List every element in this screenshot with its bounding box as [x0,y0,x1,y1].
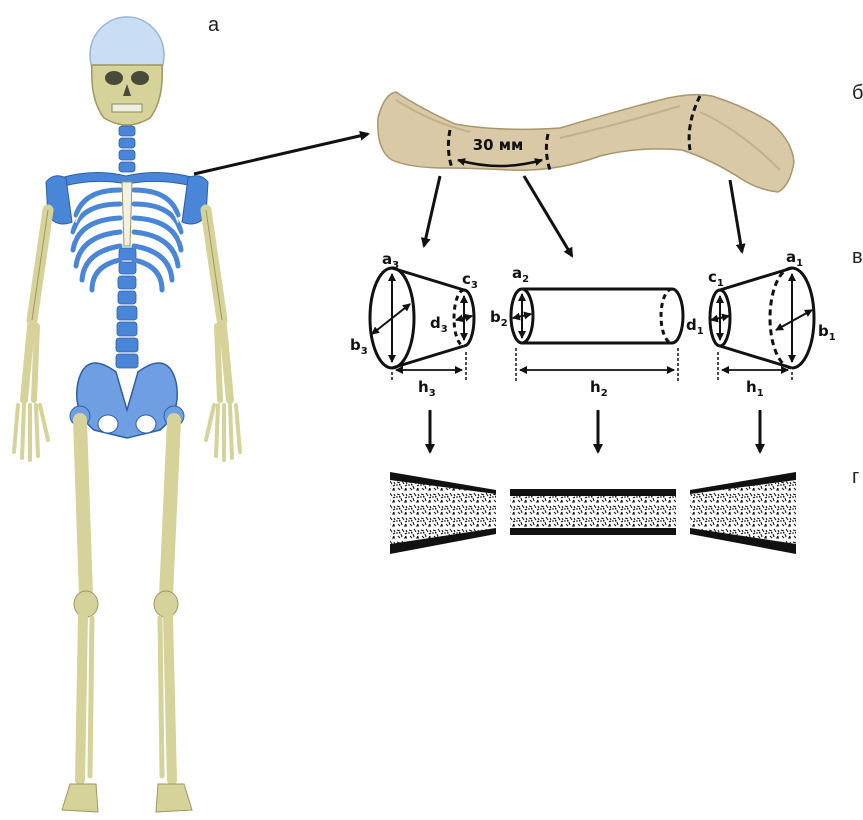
section-right [690,472,796,554]
label-d3: d3 [430,314,448,335]
sternum [122,182,132,246]
arm-right [206,210,240,460]
leg-right [154,406,192,812]
arrow-down-right [730,180,742,252]
model-middle-cylinder [511,289,683,382]
model-labels: a3 b3 c3 d3 h3 a2 b2 d1 h2 c1 a1 b1 h1 [350,248,836,399]
label-h1: h1 [746,378,764,399]
model-right-cone [710,268,814,382]
label-c3: c3 [462,270,478,291]
label-a1: a1 [786,248,803,269]
section-middle [510,489,676,535]
label-c1: c1 [708,268,724,289]
eye-socket-right [131,71,149,85]
eye-socket-left [105,71,123,85]
arm-left [14,210,48,460]
arrow-down-left [424,176,440,246]
label-b1: b1 [818,322,836,343]
leg-left [62,406,98,812]
label-b2: b2 [490,308,508,329]
label-b3: b3 [350,336,368,357]
label-d1: d1 [686,316,704,337]
label-h2: h2 [590,378,608,399]
measure-label: 30 мм [473,136,524,154]
pelvis [77,363,178,438]
label-a2: a2 [512,264,529,285]
model-left-cone [370,268,474,382]
section-left [390,472,496,554]
arrow-down-middle [524,176,572,256]
label-h3: h3 [418,378,436,399]
pointer-arrow [194,134,368,174]
skeleton-illustration [14,17,240,812]
label-a3: a3 [382,250,399,271]
